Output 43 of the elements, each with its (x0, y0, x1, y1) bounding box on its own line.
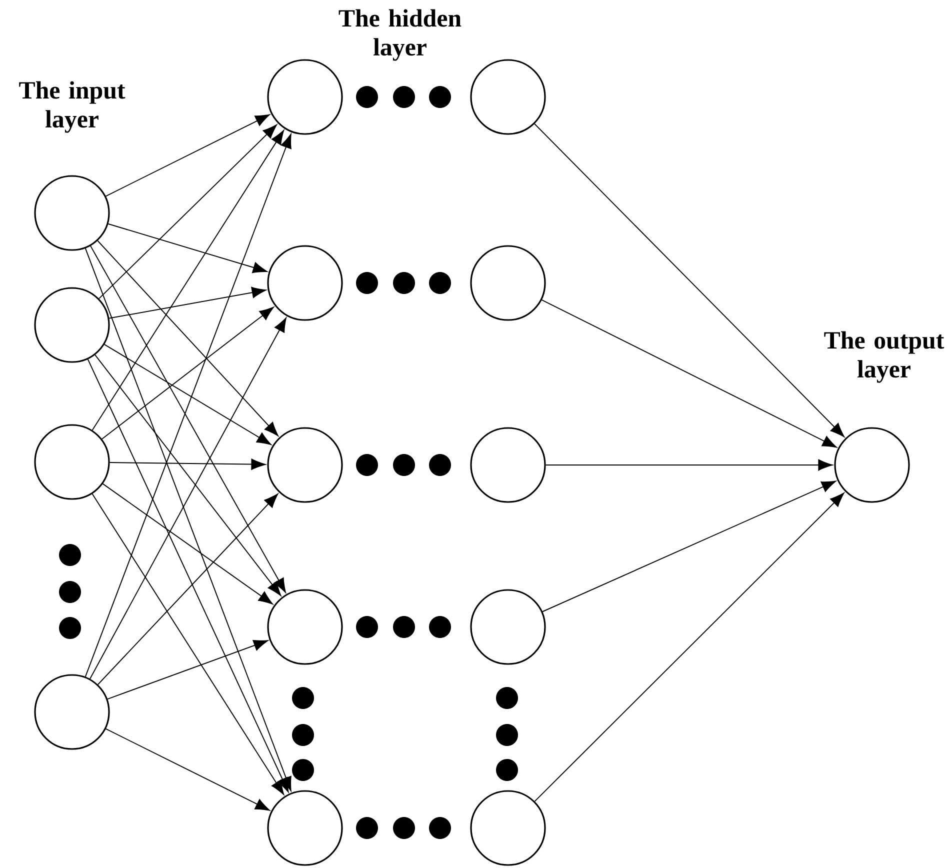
neuron-circle (470, 427, 546, 503)
neuron-circle (470, 245, 546, 321)
arrow (541, 299, 837, 448)
arrow (84, 248, 292, 792)
arrow (534, 492, 844, 802)
arrow (94, 354, 282, 596)
arrow (97, 494, 278, 685)
neuron-circle (470, 59, 546, 135)
layer-label: The hidden layer (338, 9, 462, 61)
arrow (97, 240, 278, 436)
arrow (92, 130, 284, 431)
arrow (108, 286, 266, 319)
arrow (92, 493, 284, 795)
arrow (107, 640, 268, 700)
neuron-circle (470, 790, 546, 866)
arrow (102, 483, 273, 604)
neuron-circle (267, 245, 343, 321)
arrow (108, 223, 268, 274)
arrow (545, 459, 833, 471)
arrow (98, 124, 278, 300)
arrow (90, 318, 286, 680)
arrow (90, 245, 286, 593)
neuron-circle (34, 287, 110, 363)
arrow (84, 134, 292, 678)
arrow (104, 344, 272, 445)
arrow (87, 358, 289, 792)
neuron-circle (470, 589, 546, 665)
neuron-circle (34, 674, 110, 750)
layer-label: The output layer (824, 331, 944, 383)
arrow (105, 728, 270, 811)
arrow (101, 306, 274, 440)
neuron-circle (267, 427, 343, 503)
neuron-circle (834, 427, 910, 503)
neuron-circle (267, 589, 343, 665)
arrow (109, 458, 266, 470)
neuron-circle (34, 175, 110, 251)
layer-label: The input layer (19, 81, 126, 133)
neuron-circle (34, 424, 110, 500)
neuron-circle (267, 59, 343, 135)
arrow (542, 480, 836, 612)
neuron-circle (267, 790, 343, 866)
arrow (105, 114, 270, 197)
arrow (534, 123, 844, 438)
